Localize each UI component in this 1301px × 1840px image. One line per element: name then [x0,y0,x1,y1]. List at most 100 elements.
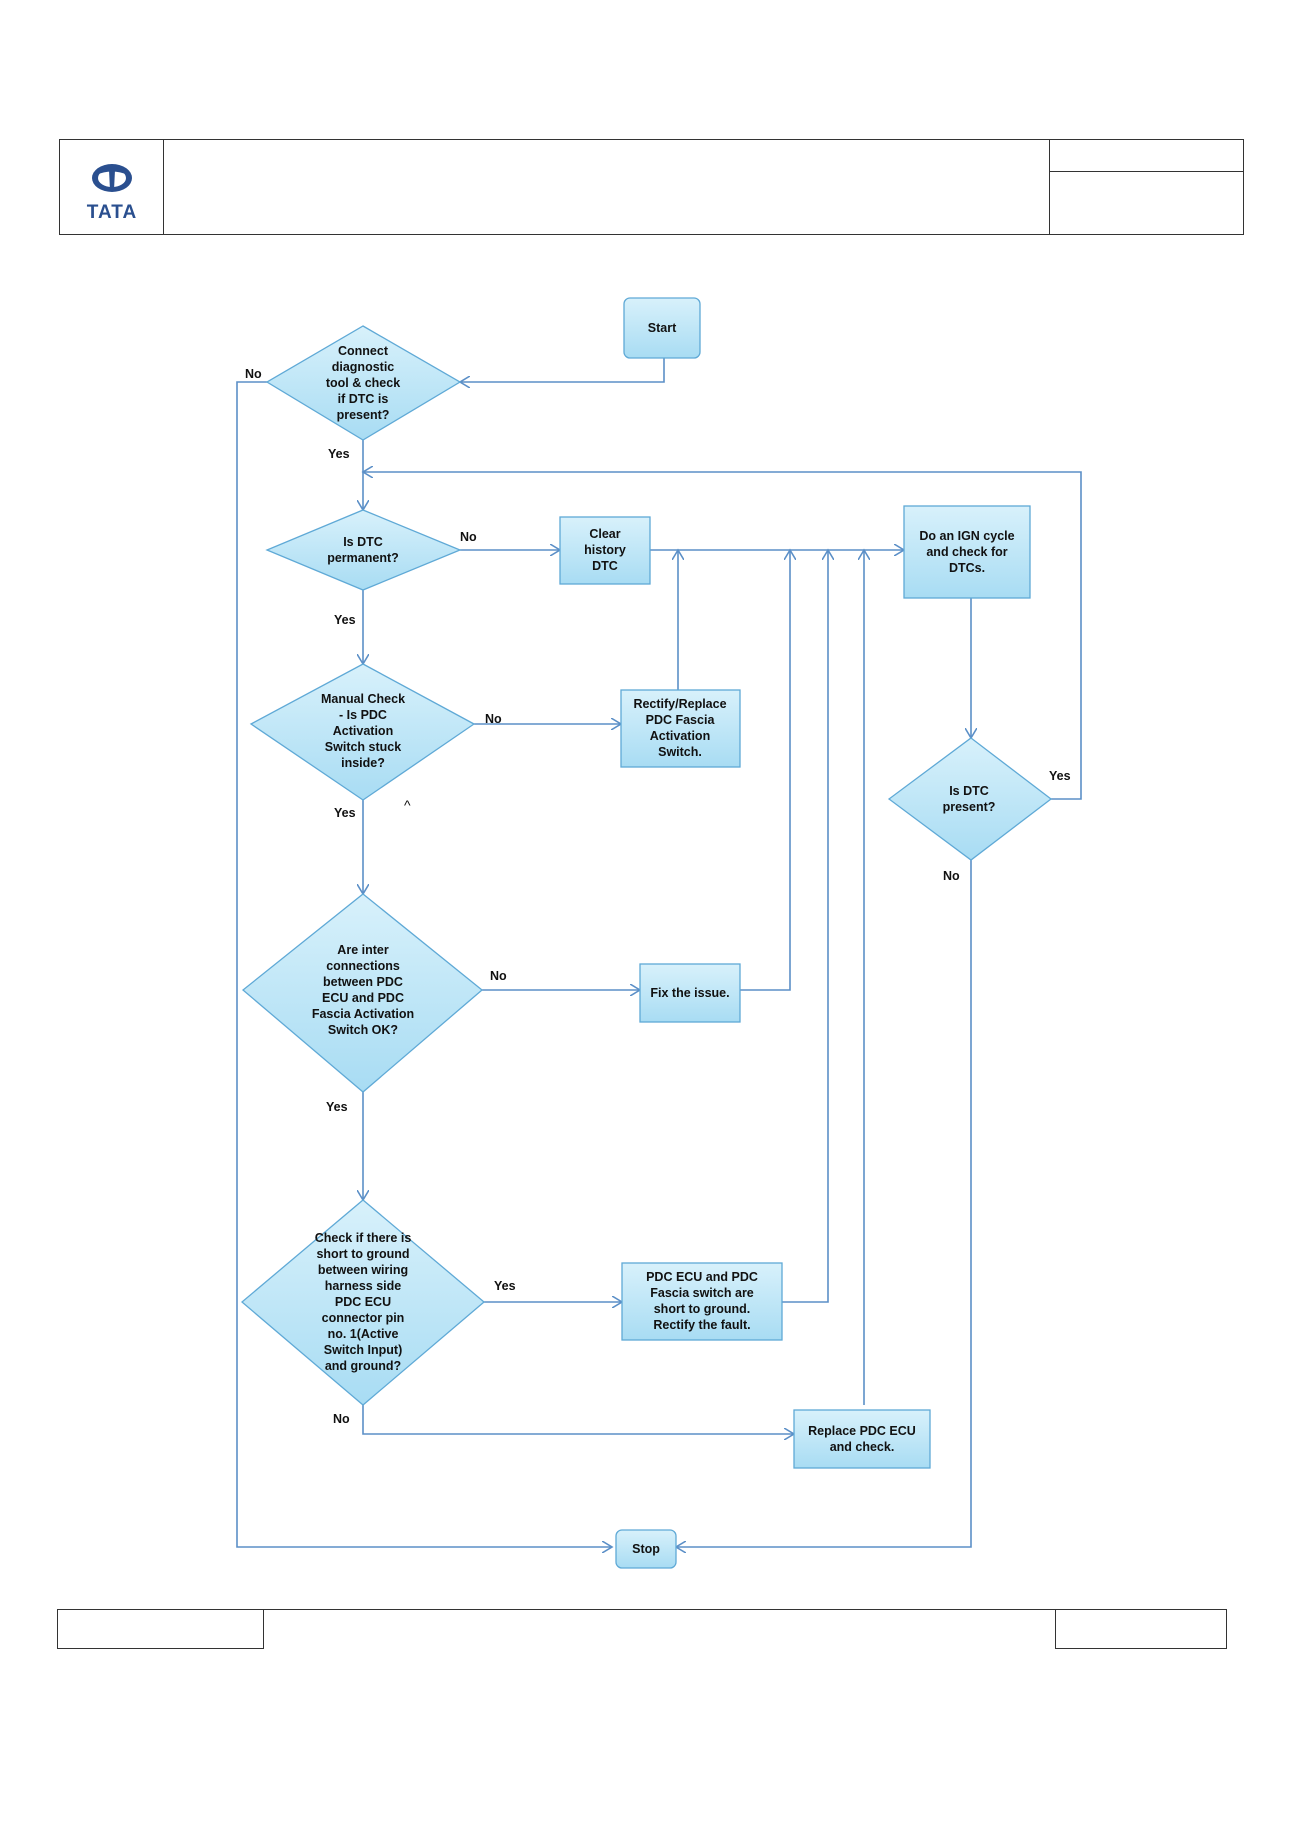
node-text-line: Clear [589,527,620,541]
stray-caret-mark: ^ [404,797,411,813]
node-text-line: PDC ECU [335,1295,391,1309]
arrow-short-no [362,1405,794,1434]
label-permanent-no: No [460,530,477,544]
dtc-present-decision [887,737,1053,861]
node-text-line: Rectify the fault. [653,1318,750,1332]
node-text-line: short to ground. [654,1302,751,1316]
rectify-switch-box [620,689,741,768]
label-interconnect-no: No [490,969,507,983]
node-text-line: Check if there is [315,1231,412,1245]
node-text-line: Fix the issue. [650,986,729,1000]
node-text-line: Replace PDC ECU [808,1424,916,1438]
node-text-line: present? [943,800,996,814]
ign-cycle-box [903,505,1031,599]
clear-history-box [559,516,651,585]
node-text-line: inside? [341,756,385,770]
branch-labels: No Yes No Yes No Yes Yes No No Yes Yes N… [245,367,1071,1426]
header-doc-number-cell [1050,140,1243,172]
node-text-line: Do an IGN cycle [919,529,1014,543]
document-header: TATA [59,139,1244,235]
header-title-cell [164,140,1050,234]
node-text-line: Is DTC [949,784,989,798]
arrow-start-to-connect [460,358,665,382]
node-text-line: DTC [592,559,618,573]
q-connect-text: Connect diagnostic tool & check if DTC is pr… [326,344,400,422]
manual-check-decision [249,663,476,801]
start-node [623,297,701,359]
node-text-line: - Is PDC [339,708,387,722]
label-permanent-yes: Yes [334,613,356,627]
label-present-yes: Yes [1049,769,1071,783]
label-short-no: No [333,1412,350,1426]
q-short-text: Check if there is short to ground between … [315,1231,412,1373]
short-fault-text: PDC ECU and PDC Fascia switch are short to… [646,1270,758,1332]
footer-page-cell [1055,1609,1227,1649]
node-text-line: Fascia switch are [650,1286,754,1300]
node-text-line: short to ground [316,1247,409,1261]
fix-issue-text: Fix the issue. [650,986,729,1000]
logo-text: TATA [86,202,138,223]
label-manual-yes: Yes [334,806,356,820]
node-text-line: diagnostic [332,360,395,374]
node-text-line: Stop [632,1542,660,1556]
label-interconnect-yes: Yes [326,1100,348,1114]
arrow-short-fault-up [782,550,828,1303]
node-text-line: between wiring [318,1263,408,1277]
footer-left-cell [57,1609,264,1649]
label-short-yes: Yes [494,1279,516,1293]
label-present-no: No [943,869,960,883]
replace-ecu-text: Replace PDC ECU and check. [808,1424,916,1454]
node-text-line: Are inter [337,943,389,957]
node-text-line: tool & check [326,376,400,390]
connect-diagnostic-decision [265,325,462,441]
node-text-line: Rectify/Replace [633,697,726,711]
node-text-line: Switch stuck [325,740,401,754]
node-text-line: Activation [650,729,710,743]
interconnect-decision [241,893,484,1093]
node-text-line: if DTC is [338,392,389,406]
tata-logo-icon [92,164,132,192]
node-text-line: PDC ECU and PDC [646,1270,758,1284]
short-fault-box [621,1262,783,1341]
dtc-permanent-decision [265,509,462,591]
node-text-line: harness side [325,1279,401,1293]
node-text-line: Manual Check [321,692,405,706]
label-manual-no: No [485,712,502,726]
q-interconnect-text: Are inter connections between PDC ECU and P… [312,943,414,1037]
node-text-line: ECU and PDC [322,991,404,1005]
node-text-line: connections [326,959,400,973]
node-text-line: PDC Fascia [646,713,716,727]
node-text-line: Switch. [658,745,702,759]
node-text-line: DTCs. [949,561,985,575]
label-connect-yes: Yes [328,447,350,461]
node-text-line: present? [337,408,390,422]
connectors [236,358,1082,1547]
node-text-line: Connect [338,344,389,358]
logo-cell: TATA [60,140,164,234]
arrow-fix-up [740,550,790,991]
node-text-line: Fascia Activation [312,1007,414,1021]
node-text-line: connector pin [322,1311,405,1325]
arrow-present-yes-loop [363,472,1082,800]
node-text-line: and ground? [325,1359,401,1373]
arrow-present-no-to-stop [676,860,972,1547]
node-text-line: and check. [830,1440,895,1454]
footer-divider [264,1609,1055,1610]
node-text-line: permanent? [327,551,399,565]
stop-text: Stop [632,1542,660,1556]
node-text-line: history [584,543,626,557]
node-text-line: Activation [333,724,393,738]
node-text-line: Start [648,321,677,335]
node-text-line: Switch OK? [328,1023,398,1037]
label-connect-no: No [245,367,262,381]
node-text-line: and check for [926,545,1007,559]
arrow-connect-no-to-stop [236,381,612,1547]
node-text-line: between PDC [323,975,403,989]
fix-issue-box [639,963,741,1023]
node-text-line: Switch Input) [324,1343,402,1357]
